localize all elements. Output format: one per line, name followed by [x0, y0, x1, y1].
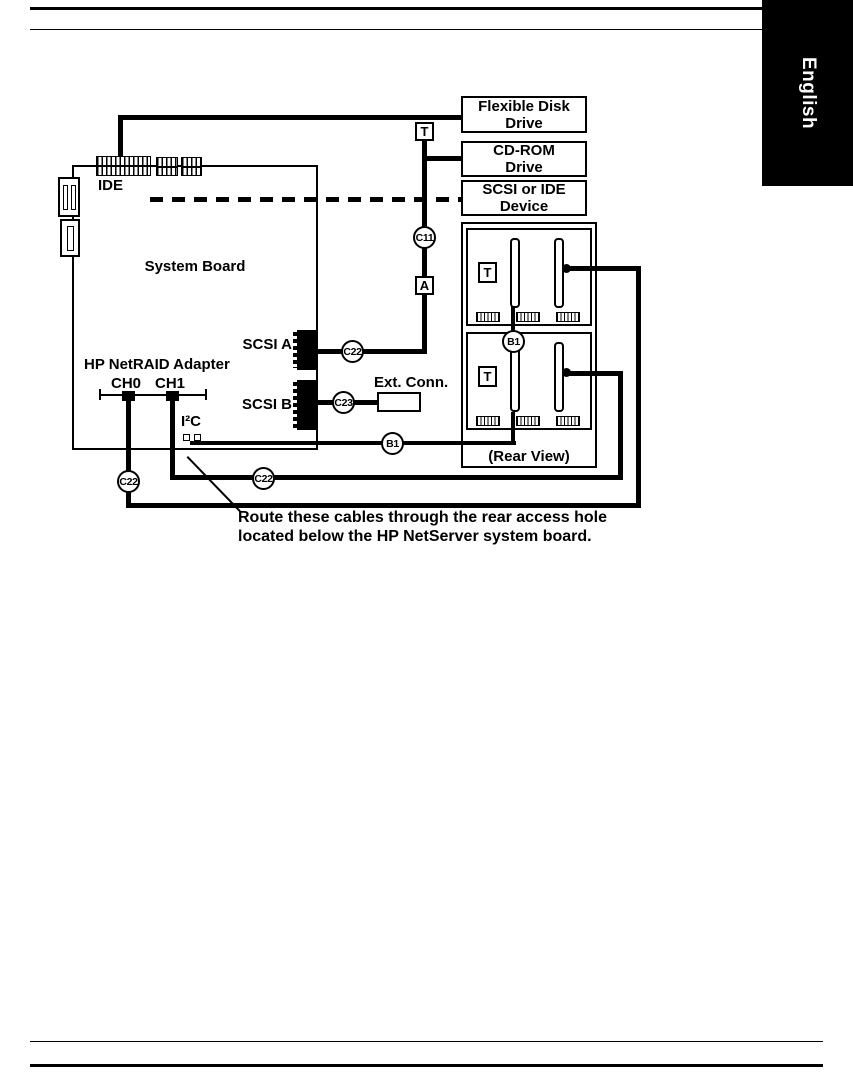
ext-conn-label: Ext. Conn. [374, 374, 449, 391]
bottom-rule-thin [30, 1041, 823, 1042]
b1-cable-drop [511, 412, 515, 445]
cage1-pin-block-1 [476, 312, 500, 322]
adapter-edge-line [100, 394, 206, 396]
cage1-terminator-badge: T [478, 262, 497, 283]
floppy-cable-horizontal [118, 115, 461, 120]
i2c-connector-2 [194, 434, 201, 441]
ide-connector [96, 156, 151, 176]
rear-view-label: (Rear View) [488, 448, 570, 465]
cage1-cable-connector-dot [562, 264, 571, 273]
flexible-disk-drive-box: Flexible Disk Drive [461, 96, 587, 133]
ch0-cable-vertical [126, 399, 131, 508]
scsi-a-cable [317, 349, 427, 354]
flexible-disk-line1: Flexible Disk [478, 97, 570, 115]
ch1-cable-horizontal [170, 475, 623, 480]
routing-note-line1: Route these cables through the rear acce… [238, 509, 608, 526]
cdrom-drive-box: CD-ROM Drive [461, 141, 587, 177]
cable-c22-badge-ch0: C22 [117, 470, 140, 493]
ch0-label: CH0 [110, 375, 141, 392]
board-connector-a [156, 157, 178, 176]
adapter-edge-tick-left [99, 389, 101, 400]
cage2-right-connector-bar [554, 342, 564, 412]
scsi-a-connector [293, 330, 317, 370]
cage2-pin-block-3 [556, 416, 580, 426]
cage1-right-connector-bar [554, 238, 564, 308]
ch1-cable-vertical [170, 399, 175, 480]
ide-label: IDE [98, 177, 124, 194]
cable-b1-badge-cage: B1 [502, 330, 525, 353]
cdrom-cable-branch [422, 156, 461, 161]
ext-conn-box [377, 392, 421, 412]
routing-note-line2: located below the HP NetServer system bo… [238, 528, 592, 545]
scsi-ide-line2: Device [499, 198, 549, 215]
external-port-2 [60, 219, 80, 257]
ch1-cable-right-vertical [618, 371, 623, 480]
b1-cable-horizontal [190, 441, 516, 445]
top-rule-thick [30, 7, 823, 10]
b1-cable-intercage [511, 306, 515, 346]
ch1-cable-to-cage2 [566, 371, 623, 376]
ch1-label: CH1 [154, 375, 185, 392]
cage1-mid-connector-bar [510, 238, 520, 308]
cable-c11-badge: C11 [413, 226, 436, 249]
scsi-ide-line1: SCSI or IDE [482, 181, 566, 198]
language-tab-label: English [797, 56, 819, 130]
board-connector-b [181, 157, 202, 176]
cage2-cable-connector-dot [562, 368, 571, 377]
flexible-disk-line2: Drive [505, 114, 543, 132]
scsi-b-connector [293, 380, 317, 430]
floppy-cable-vertical [118, 115, 123, 157]
bottom-rule-thick [30, 1064, 823, 1067]
cage1-pin-block-2 [516, 312, 540, 322]
ch0-cable-horizontal [126, 503, 641, 508]
cdrom-line2: Drive [505, 159, 543, 176]
language-tab: English [762, 0, 853, 186]
cable-b1-badge-i2c: B1 [381, 432, 404, 455]
cable-c22-badge-scsia: C22 [341, 340, 364, 363]
cage2-terminator-badge: T [478, 366, 497, 387]
cdrom-line1: CD-ROM [493, 142, 555, 159]
cable-c22-badge-ch1: C22 [252, 467, 275, 490]
system-board-title: System Board [144, 258, 246, 275]
scsi-a-label: SCSI A [242, 336, 292, 353]
adapter-a-badge: A [415, 276, 434, 295]
ch0-cable-to-cage1 [566, 266, 641, 271]
top-rule-thin [30, 29, 823, 30]
scsi-ide-device-box: SCSI or IDE Device [461, 180, 587, 216]
i2c-connector-1 [183, 434, 190, 441]
ide-dashed-cable [150, 197, 461, 202]
scsi-b-label: SCSI B [241, 396, 292, 413]
cage2-pin-block-1 [476, 416, 500, 426]
adapter-edge-tick-right [205, 389, 207, 400]
external-port-1 [58, 177, 80, 217]
ch0-connector [122, 391, 135, 401]
cable-c23-badge: C23 [332, 391, 355, 414]
ch1-connector [166, 391, 179, 401]
ch0-cable-right-vertical [636, 266, 641, 508]
i2c-label: I²C [181, 413, 201, 430]
cage1-pin-block-3 [556, 312, 580, 322]
cage2-pin-block-2 [516, 416, 540, 426]
terminator-t-badge: T [415, 122, 434, 141]
netraid-adapter-label: HP NetRAID Adapter [84, 356, 230, 373]
